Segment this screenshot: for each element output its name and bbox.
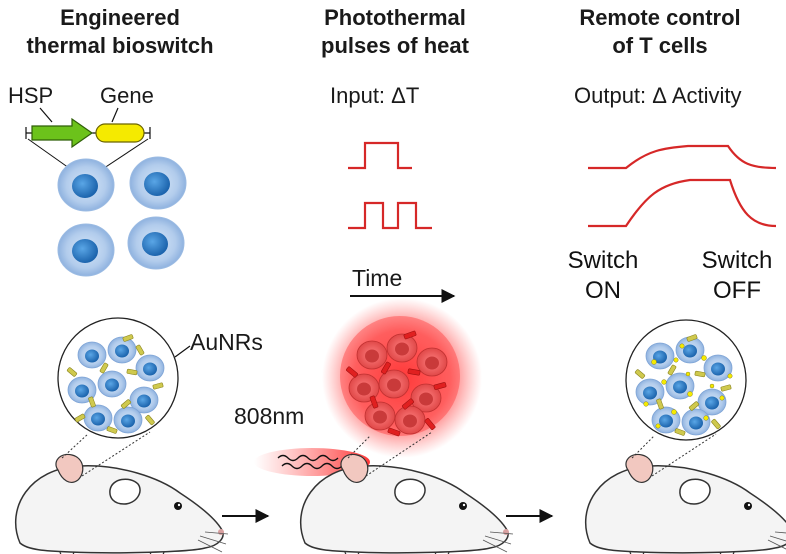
- switch-off-line2: OFF: [713, 277, 761, 304]
- panel-title-line: of T cells: [612, 33, 708, 58]
- mouse-icon: [14, 431, 229, 554]
- activity-curve-bottom: [588, 178, 777, 228]
- panel-title-line: Engineered: [60, 5, 180, 30]
- switch-on-line1: Switch: [567, 247, 639, 274]
- panel-title-line: Photothermal: [324, 5, 466, 30]
- nanorods-label: AuNRs: [190, 329, 263, 355]
- panel-title-line: Remote control: [579, 5, 741, 30]
- heat-pulse-single: [348, 141, 412, 170]
- switch-on-label: Switch ON: [548, 246, 658, 306]
- switch-on-line2: ON: [585, 277, 621, 304]
- panel-title-bioswitch: Engineered thermal bioswitch: [0, 4, 240, 60]
- panel-title-line: pulses of heat: [321, 33, 469, 58]
- panel-title-line: thermal bioswitch: [26, 33, 214, 58]
- activated-bubble: [625, 319, 747, 441]
- panel-title-remote-control: Remote control of T cells: [540, 4, 780, 60]
- laser-beam-icon: [254, 448, 370, 476]
- switch-off-line1: Switch: [701, 247, 773, 274]
- cell-nanorod-bubble: [57, 317, 179, 439]
- mouse-icon: [299, 431, 514, 554]
- heated-bubble: [322, 298, 482, 458]
- panel-title-pulses: Photothermal pulses of heat: [275, 4, 515, 60]
- time-label: Time: [352, 265, 403, 291]
- laser-wavelength-label: 808nm: [234, 403, 305, 429]
- t-cell-icon: [57, 156, 187, 277]
- gene-label: Gene: [100, 83, 154, 108]
- mouse-icon: [584, 433, 786, 554]
- promoter-label: HSP: [8, 83, 54, 108]
- output-label: Output: Δ Activity: [574, 83, 742, 108]
- input-label: Input: ΔT: [330, 83, 420, 108]
- activity-curve-top: [588, 144, 777, 170]
- heat-pulse-double: [348, 201, 432, 230]
- switch-off-label: Switch OFF: [682, 246, 786, 306]
